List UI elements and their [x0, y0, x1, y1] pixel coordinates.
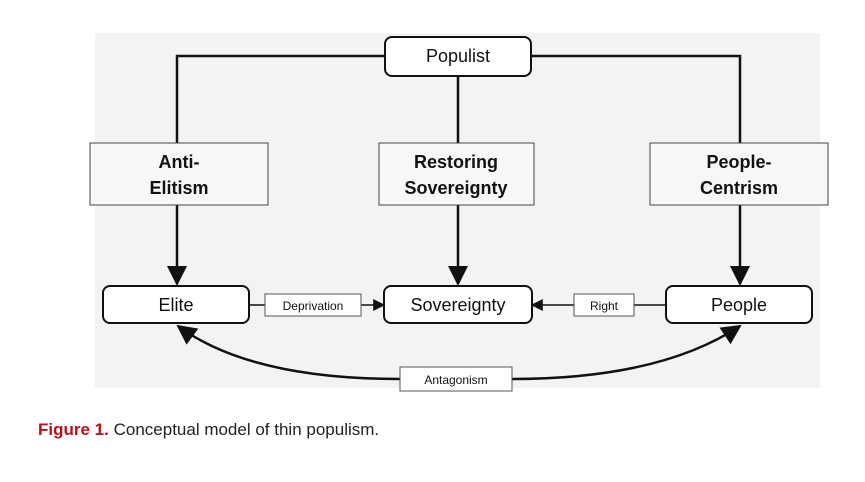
populist-label: Populist	[426, 46, 490, 66]
downward-arrows	[167, 205, 750, 286]
restoring-sovereignty-node: Restoring Sovereignty	[378, 142, 535, 206]
deprivation-label: Deprivation	[283, 299, 344, 313]
right-label: Right	[590, 299, 619, 313]
figure-label: Figure 1.	[38, 420, 109, 439]
conceptual-model-diagram: Populist Anti- Elitism Restoring Soverei…	[89, 33, 829, 392]
deprivation-edge-label: Deprivation	[264, 293, 362, 317]
antagonism-label: Antagonism	[424, 373, 487, 387]
restoring-sovereignty-label-line2: Sovereignty	[404, 178, 507, 198]
sovereignty-node: Sovereignty	[383, 285, 533, 324]
people-node: People	[665, 285, 813, 324]
anti-elitism-node: Anti- Elitism	[89, 142, 269, 206]
anti-elitism-label-line1: Anti-	[159, 152, 200, 172]
restoring-sovereignty-label-line1: Restoring	[414, 152, 498, 172]
elite-label: Elite	[158, 295, 193, 315]
anti-elitism-label-line2: Elitism	[149, 178, 208, 198]
antagonism-curve	[176, 324, 742, 381]
people-label: People	[711, 295, 767, 315]
people-centrism-label-line2: Centrism	[700, 178, 778, 198]
figure-caption-text: Conceptual model of thin populism.	[113, 420, 380, 439]
sovereignty-label: Sovereignty	[410, 295, 505, 315]
antagonism-edge-label: Antagonism	[399, 366, 513, 392]
right-edge-label: Right	[573, 293, 635, 317]
people-centrism-node: People- Centrism	[649, 142, 829, 206]
populist-connectors	[175, 54, 742, 143]
populist-node: Populist	[384, 36, 532, 77]
people-centrism-label-line1: People-	[706, 152, 771, 172]
figure-caption: Figure 1. Conceptual model of thin popul…	[38, 420, 379, 440]
elite-node: Elite	[102, 285, 250, 324]
